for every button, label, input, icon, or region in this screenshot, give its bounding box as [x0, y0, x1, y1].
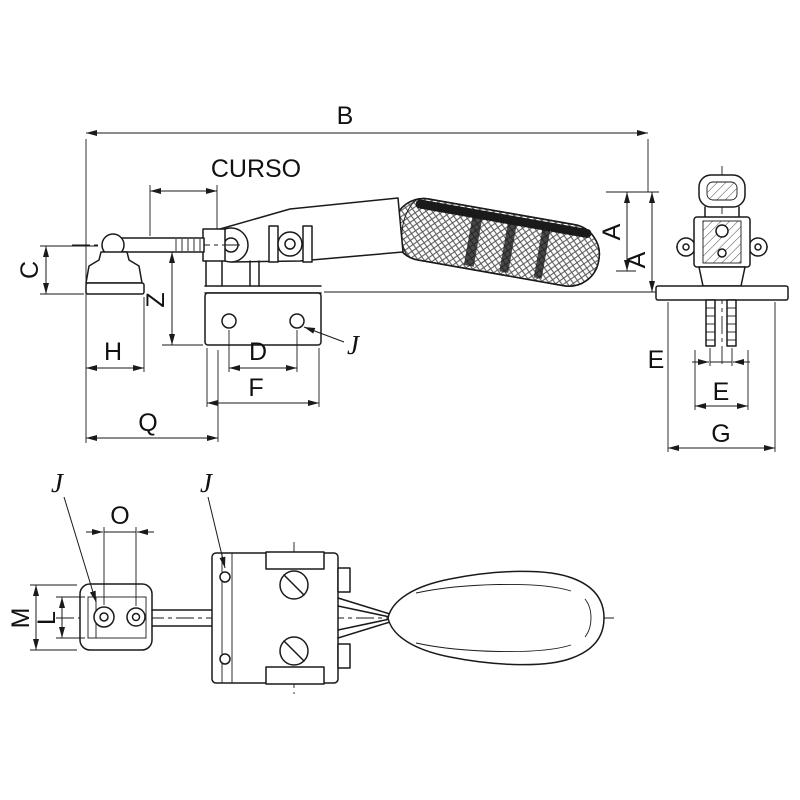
- handle-grip: [392, 197, 601, 287]
- dim-label-f: F: [248, 374, 263, 402]
- handle-contour-bottom: [415, 642, 572, 653]
- bolt-slot-lower: [283, 640, 305, 662]
- side-view-dimensions: B CURSO A A C Z H D F Q J: [16, 102, 659, 443]
- clamp-body-top: [211, 552, 339, 684]
- link-pin-center: [284, 238, 296, 250]
- clevis-pad-center: [99, 612, 109, 622]
- bolt-slot-upper: [283, 574, 305, 596]
- dim-label-curso: CURSO: [211, 155, 301, 183]
- mounting-hole: [221, 313, 237, 329]
- dim-label-j-top-left: J: [51, 468, 65, 498]
- dim-label-a-upper: A: [598, 223, 626, 240]
- dim-label-d: D: [249, 338, 267, 366]
- stud-threads: [706, 307, 736, 341]
- ear-hole-right: [754, 243, 762, 251]
- handle-end-inner: [706, 181, 738, 201]
- leader-j-top-left: [63, 496, 97, 603]
- screw-head-upper: [337, 567, 351, 593]
- front-view: [655, 166, 789, 368]
- front-view-dimensions: E E G: [648, 302, 776, 452]
- clevis-pin-center: [131, 612, 141, 622]
- handle-contour-top: [415, 583, 572, 594]
- link-bolt-right: [302, 225, 313, 263]
- front-base-plate: [655, 285, 789, 301]
- dim-label-q: Q: [138, 409, 157, 437]
- extension-lines: [40, 139, 659, 443]
- mounting-hole: [289, 313, 305, 329]
- screw-head-lower: [337, 643, 351, 669]
- body-hole-lower: [219, 653, 231, 665]
- dim-label-h: H: [104, 338, 122, 366]
- dim-label-l: L: [33, 611, 61, 625]
- mounting-flange: [204, 292, 322, 346]
- handle-end-contour: [584, 598, 592, 638]
- top-view: [56, 542, 618, 694]
- dim-label-e-lower: E: [713, 378, 730, 406]
- leader-j-top-right: [207, 496, 226, 569]
- side-view: [72, 197, 601, 346]
- dim-label-j-side: J: [347, 330, 361, 360]
- foot-pad: [85, 282, 145, 295]
- dim-label-j-top-right: J: [200, 468, 214, 498]
- dim-label-b: B: [337, 102, 354, 130]
- extension-lines: [667, 302, 776, 452]
- clamp-foot: [85, 251, 143, 284]
- dim-label-o: O: [110, 502, 129, 530]
- handle-linkage: [337, 597, 391, 639]
- nut-plate-upper: [265, 551, 325, 570]
- rod-threads: [175, 239, 201, 251]
- top-view-dimensions: J J O M L: [7, 468, 226, 651]
- clevis-inner: [87, 596, 147, 639]
- body-hole-upper: [219, 571, 231, 583]
- dim-label-z: Z: [142, 292, 170, 307]
- clevis-foot: [79, 583, 153, 651]
- dim-label-m: M: [7, 608, 35, 629]
- handle-top-view: [387, 570, 605, 666]
- dim-label-e-upper: E: [648, 346, 665, 374]
- dim-label-a-lower: A: [623, 251, 651, 268]
- front-pin-upper: [715, 224, 729, 238]
- mounting-stud-left: [705, 299, 716, 347]
- link-bolt-left: [268, 225, 279, 263]
- mounting-stud-right: [726, 299, 737, 347]
- nut-plate-lower: [265, 666, 325, 685]
- dim-label-c: C: [16, 261, 44, 279]
- dim-label-g: G: [711, 420, 730, 448]
- front-skirt: [698, 266, 746, 287]
- front-pin-lower: [717, 248, 727, 258]
- ear-hole-left: [682, 243, 690, 251]
- spindle-rod: [115, 237, 205, 253]
- leader-j-side: [303, 326, 345, 343]
